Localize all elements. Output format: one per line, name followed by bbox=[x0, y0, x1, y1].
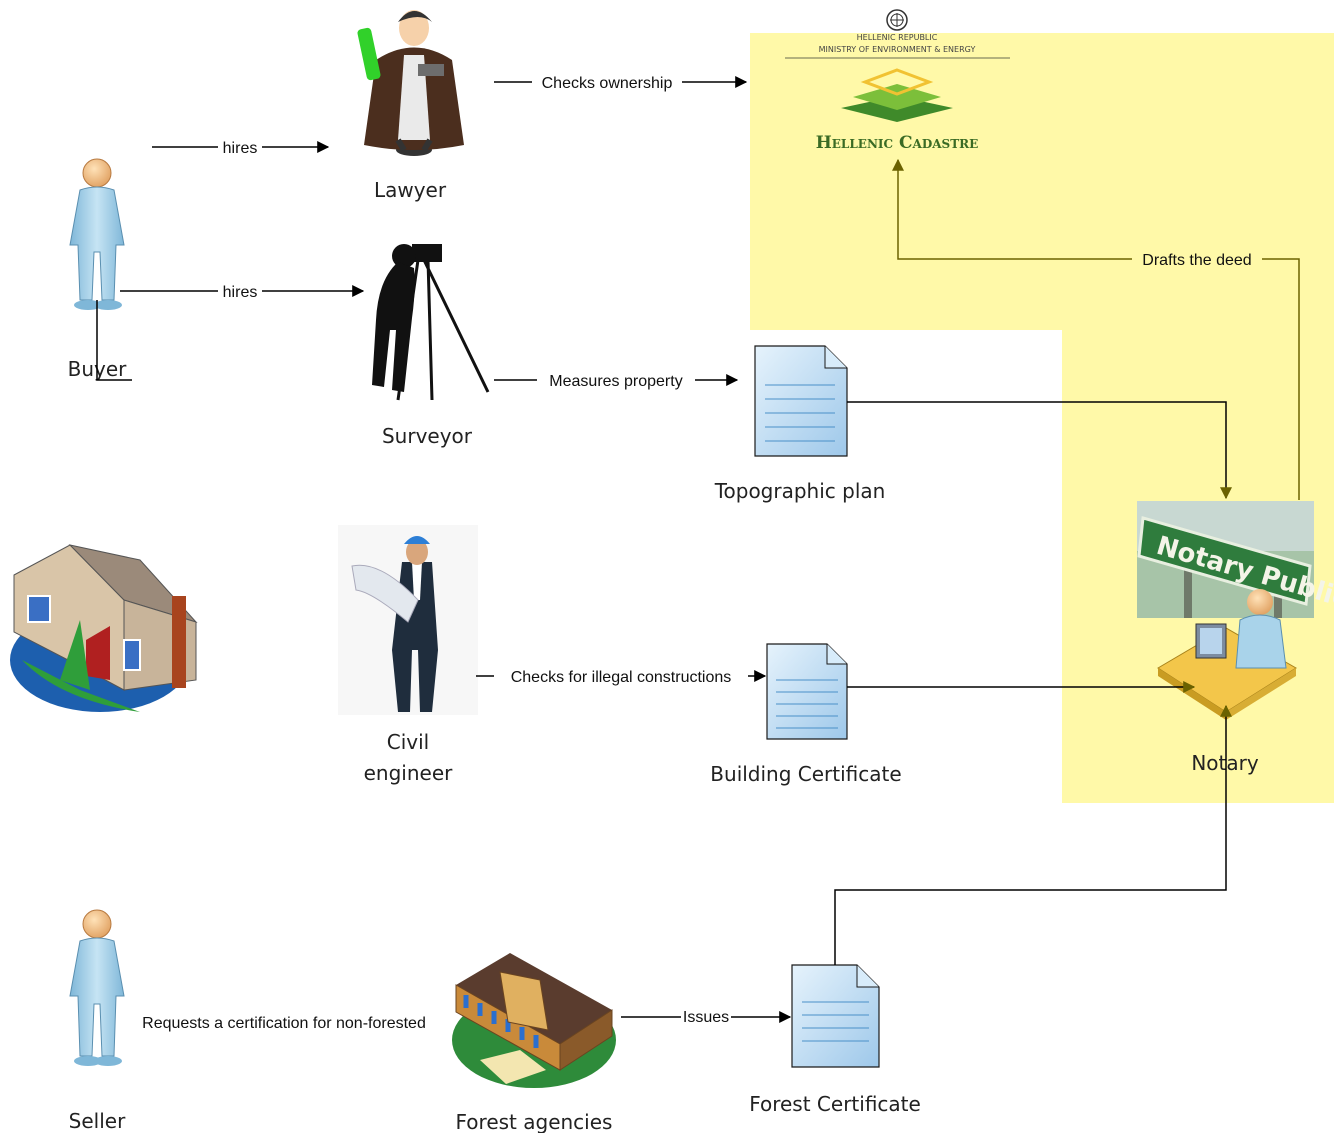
forest-certificate-document-icon bbox=[791, 964, 880, 1068]
edge-label-notary-cadastre: Drafts the deed bbox=[1142, 252, 1251, 269]
civil-engineer-label-line2: engineer bbox=[364, 761, 454, 785]
forest-certificate-label: Forest Certificate bbox=[749, 1092, 921, 1116]
edge-label-lawyer-cadastre: Checks ownership bbox=[542, 75, 673, 92]
hellenic-cadastre-logo: HELLENIC REPUBLIC MINISTRY OF ENVIRONMEN… bbox=[785, 9, 1010, 153]
notary-icon bbox=[1157, 589, 1297, 720]
civil-engineer-icon bbox=[338, 525, 478, 715]
buyer-connector-stub bbox=[96, 300, 132, 381]
notary-label: Notary bbox=[1191, 751, 1259, 775]
edge-plan-notary bbox=[847, 401, 1232, 500]
topographic-plan-label: Topographic plan bbox=[714, 479, 886, 503]
buyer-icon bbox=[69, 158, 125, 310]
edge-label-seller-agencies: Requests a certification for non-foreste… bbox=[142, 1015, 426, 1032]
edge-forestcert-notary bbox=[834, 704, 1232, 965]
surveyor-icon bbox=[372, 244, 490, 401]
civil-engineer-label-line1: Civil bbox=[387, 730, 429, 754]
lawyer-label: Lawyer bbox=[374, 178, 447, 202]
lawyer-icon bbox=[357, 10, 464, 156]
topographic-plan-document-icon bbox=[754, 345, 848, 457]
seller-label: Seller bbox=[69, 1109, 126, 1133]
house-icon bbox=[10, 544, 198, 712]
edge-label-agencies-certificate: Issues bbox=[683, 1009, 729, 1026]
surveyor-label: Surveyor bbox=[382, 424, 473, 448]
edge-label-buyer-surveyor: hires bbox=[223, 284, 258, 301]
forest-agencies-building-icon bbox=[452, 953, 616, 1088]
building-certificate-document-icon bbox=[766, 643, 848, 740]
seller-icon bbox=[69, 909, 125, 1066]
forest-agencies-label: Forest agencies bbox=[456, 1110, 613, 1133]
notary-public-sign-icon: Notary Public bbox=[1137, 501, 1334, 618]
edge-notary-cadastre bbox=[892, 158, 1300, 500]
edge-label-surveyor-plan: Measures property bbox=[549, 373, 682, 390]
ministry-text: MINISTRY OF ENVIRONMENT & ENERGY bbox=[819, 45, 976, 54]
republic-text: HELLENIC REPUBLIC bbox=[857, 33, 938, 42]
edge-label-engineer-certificate: Checks for illegal constructions bbox=[511, 669, 732, 686]
edge-label-buyer-lawyer: hires bbox=[223, 140, 258, 157]
cadastre-name: Hellenic Cadastre bbox=[816, 133, 979, 153]
building-certificate-label: Building Certificate bbox=[710, 762, 901, 786]
